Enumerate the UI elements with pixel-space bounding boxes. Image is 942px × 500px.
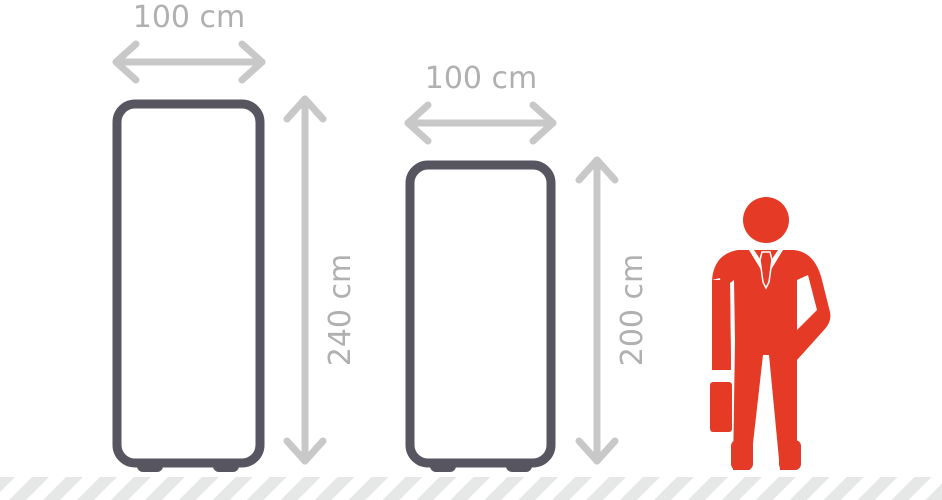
width-arrow-small bbox=[404, 101, 557, 145]
height-arrow-small bbox=[575, 156, 619, 465]
height-arrow-large bbox=[283, 95, 327, 465]
cabinet-large bbox=[112, 99, 265, 472]
floor bbox=[0, 477, 942, 500]
height-label-small: 200 cm bbox=[615, 254, 650, 367]
width-label-small: 100 cm bbox=[425, 61, 538, 96]
cabinet-small bbox=[405, 160, 556, 472]
height-label-large: 240 cm bbox=[323, 254, 358, 367]
width-arrow-large bbox=[112, 40, 266, 84]
width-label-large: 100 cm bbox=[133, 0, 246, 35]
businessman-with-briefcase-icon bbox=[710, 197, 831, 470]
